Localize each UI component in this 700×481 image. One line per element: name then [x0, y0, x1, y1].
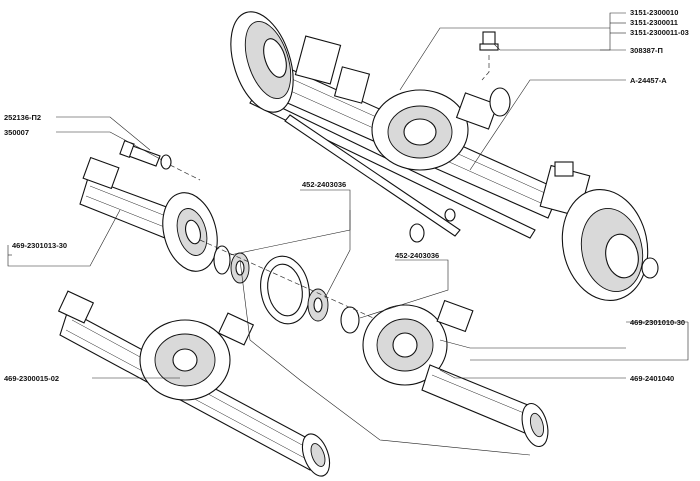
- label-bearing-upper: 452-2403036: [302, 180, 346, 189]
- bolt-part: [119, 140, 161, 167]
- bearing-right: [307, 288, 360, 334]
- leader-lines: [7, 12, 689, 456]
- label-3151-2300011: 3151-2300011: [630, 18, 678, 27]
- label-left-housing: 469-2301013-30: [12, 241, 67, 250]
- left-housing-half: [79, 156, 218, 272]
- small-plug: [409, 208, 456, 243]
- label-bolt: 252136-П2: [4, 113, 41, 122]
- washer-part: [160, 154, 172, 170]
- label-3151-2300011-03: 3151-2300011-03: [630, 28, 689, 37]
- bearing-left: [213, 245, 250, 284]
- right-housing-half: [362, 299, 549, 448]
- assembled-axle: [230, 11, 659, 302]
- gasket-ring: [260, 255, 310, 325]
- label-bearing-lower: 452-2403036: [395, 251, 439, 260]
- vent-plug: [479, 31, 499, 51]
- label-hose: А-24457-А: [630, 76, 667, 85]
- label-washer: 350007: [4, 128, 29, 137]
- label-3151-2300010: 3151-2300010: [630, 8, 678, 17]
- bottom-housing: [57, 290, 331, 477]
- label-gear-set: 469-2401040: [630, 374, 674, 383]
- label-right-housing: 469-2301010-30: [630, 318, 685, 327]
- label-bottom-housing: 469-2300015-02: [4, 374, 59, 383]
- label-vent-plug: 308387-П: [630, 46, 663, 55]
